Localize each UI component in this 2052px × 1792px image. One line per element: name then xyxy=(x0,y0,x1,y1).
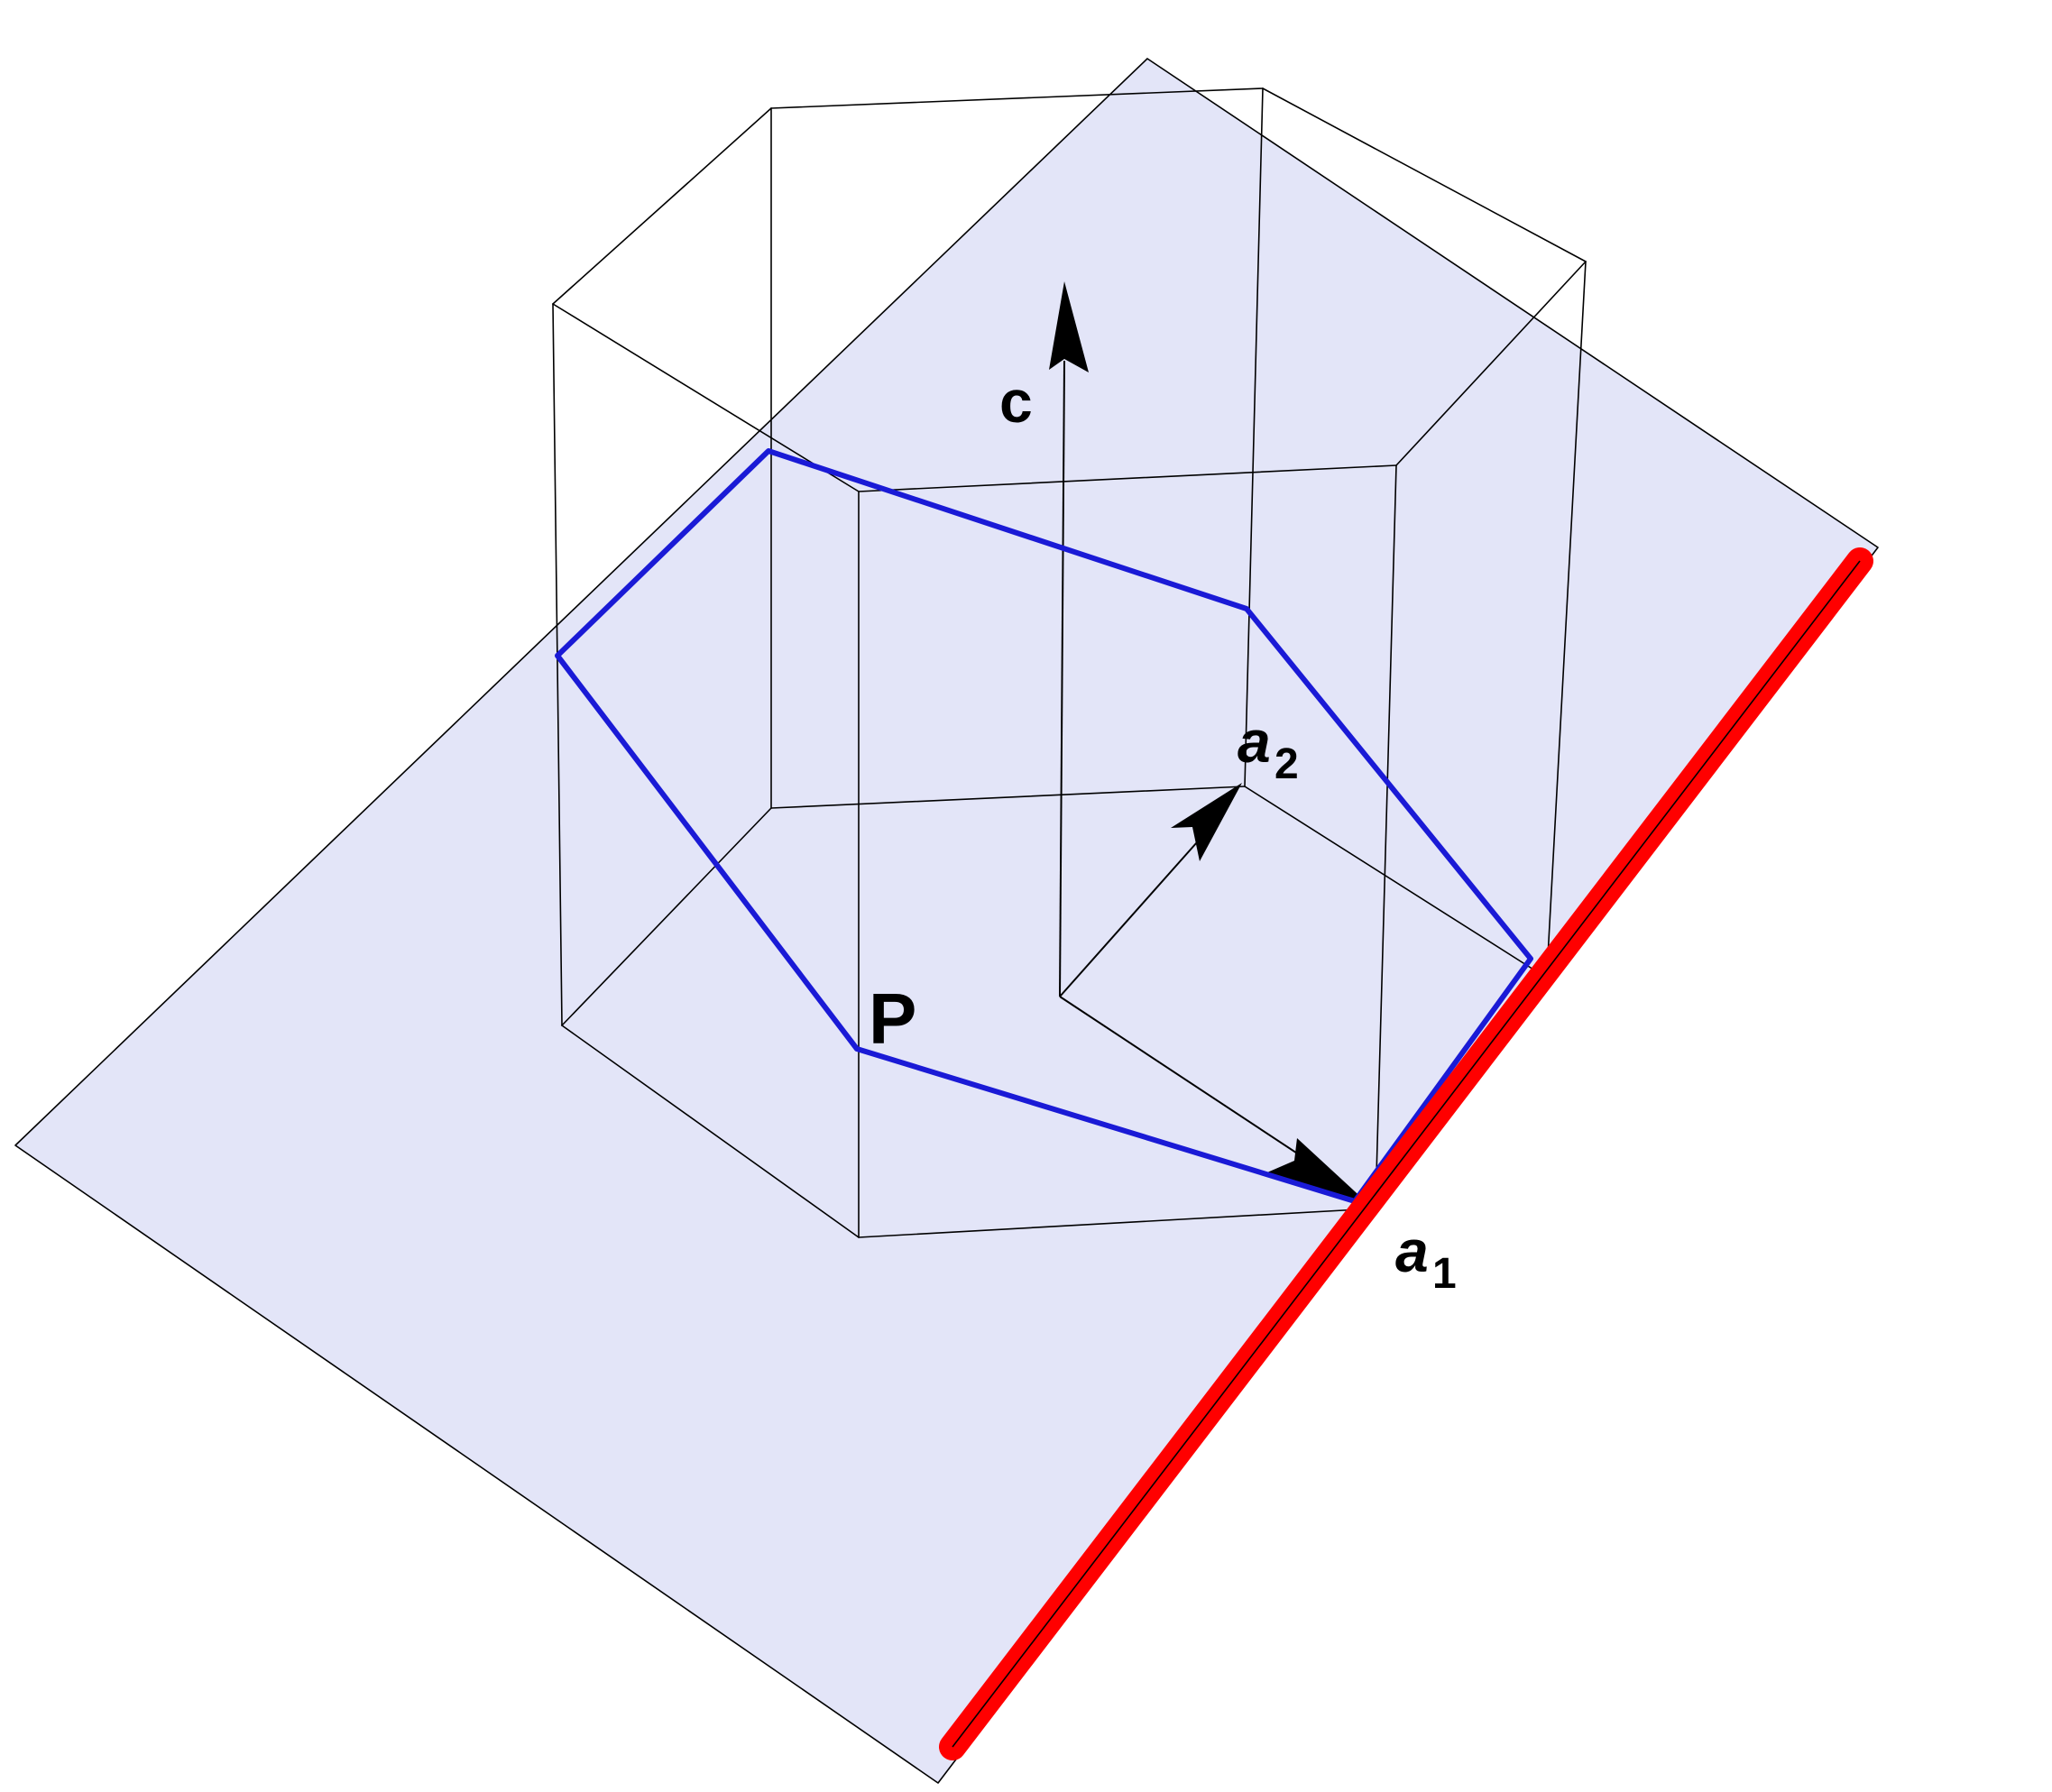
prism-edge xyxy=(1395,261,1587,466)
prism-edge xyxy=(770,87,1264,109)
a1-vector xyxy=(1059,996,1313,1164)
prism-edge xyxy=(552,107,772,305)
red-axis-line xyxy=(939,547,1873,1760)
prism-edge xyxy=(1262,87,1587,262)
prism-edge xyxy=(1375,464,1397,1209)
prism-edge xyxy=(561,807,772,1026)
prism-edge xyxy=(552,303,563,1026)
label-a1: a xyxy=(1395,1218,1429,1284)
c-vector xyxy=(1059,360,1065,997)
prism-edge xyxy=(1546,261,1587,975)
hexagonal-prism xyxy=(552,87,1587,1238)
basis-vectors xyxy=(1049,281,1366,1202)
prism-edge xyxy=(858,464,1397,492)
label-a2: a xyxy=(1238,708,1271,775)
label-a1-subscript: 1 xyxy=(1432,1250,1457,1298)
point-label-P: P xyxy=(869,979,916,1059)
c-arrowhead xyxy=(1049,281,1089,372)
cutting-plane xyxy=(14,58,1879,1784)
prism-edge xyxy=(552,303,860,492)
red-line-core xyxy=(952,560,1861,1748)
label-a2-subscript: 2 xyxy=(1274,740,1299,788)
prism-edge xyxy=(858,1208,1376,1238)
label-c: c xyxy=(999,368,1033,435)
a1-arrowhead xyxy=(1267,1138,1366,1202)
a2-arrowhead xyxy=(1171,783,1242,861)
prism-edge xyxy=(1244,786,1541,975)
prism-edge xyxy=(561,1025,860,1238)
prism-edge xyxy=(770,786,1246,809)
a2-vector xyxy=(1059,833,1205,997)
prism-edge xyxy=(1244,87,1264,787)
